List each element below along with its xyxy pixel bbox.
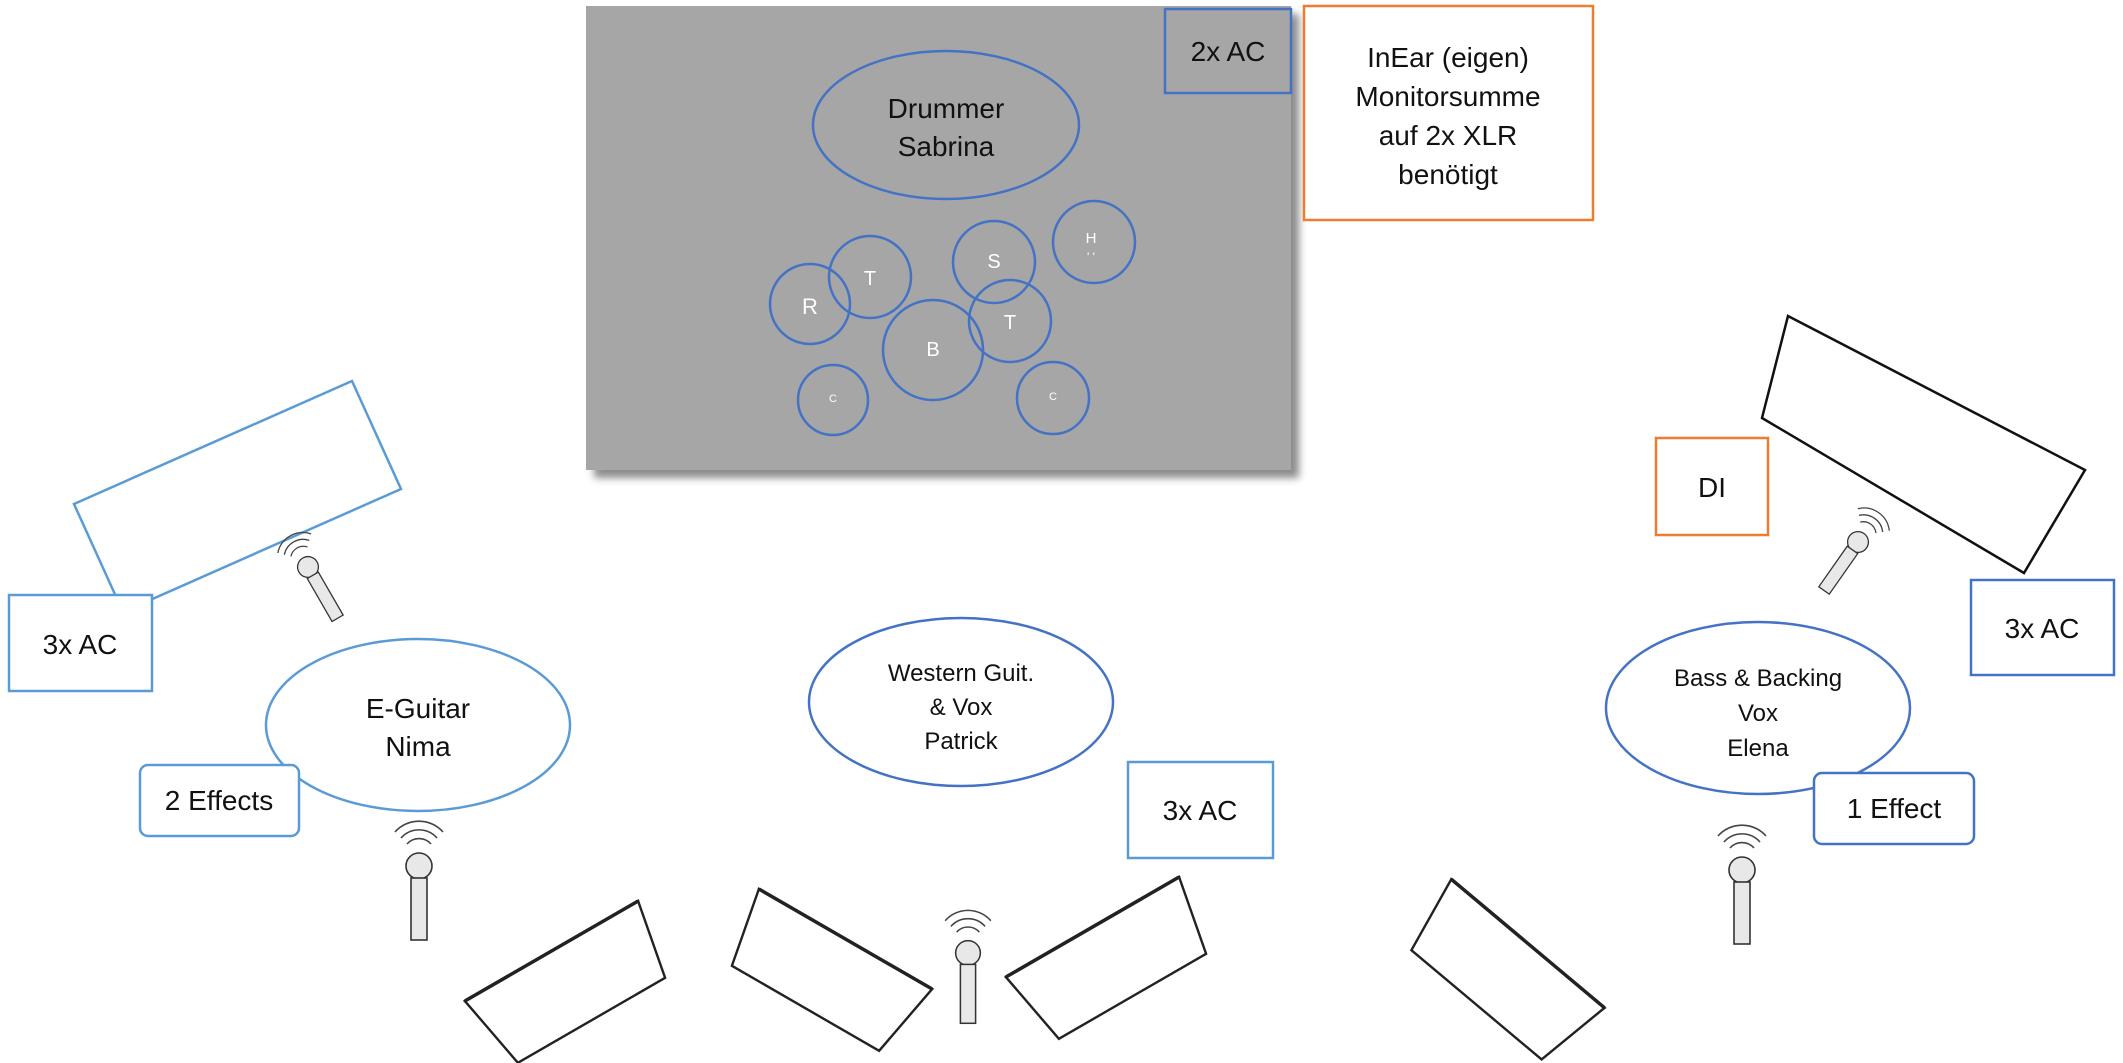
guitar-power-label: 3x AC xyxy=(43,629,118,660)
bass-di-box xyxy=(1654,436,1770,537)
wedge-monitor-3 xyxy=(1004,875,1221,1049)
center-player-ellipse xyxy=(807,616,1115,788)
guitar-role-label: E-Guitar xyxy=(366,693,470,724)
drum-power-label: 2x AC xyxy=(1191,36,1266,67)
drummer-role-label: Drummer xyxy=(888,93,1005,124)
bass-name-label: Elena xyxy=(1727,735,1789,762)
guitar-name-label: Nima xyxy=(385,731,451,762)
bass-power-box xyxy=(1969,578,2116,677)
drum-crash-2 xyxy=(1015,360,1091,436)
inear-note-line-3: auf 2x XLR xyxy=(1379,120,1518,151)
guitar-effects-label: 2 Effects xyxy=(165,785,273,816)
center-power-box xyxy=(1126,760,1275,860)
guitar-amp xyxy=(72,379,403,614)
inear-note-line-4: benötigt xyxy=(1398,159,1498,190)
wedge-monitor-2 xyxy=(717,887,934,1061)
drummer-name-label: Sabrina xyxy=(898,131,995,162)
bass-player-ellipse xyxy=(1604,620,1912,796)
drum-crash-1 xyxy=(796,363,870,437)
drum-bass xyxy=(881,298,985,402)
wedge-monitor-1 xyxy=(463,899,680,1063)
drummer-ellipse xyxy=(811,49,1081,201)
drum-snare-label: S xyxy=(987,251,1000,273)
drum-tom-2-label: T xyxy=(1004,312,1016,334)
inear-note-line-2: Monitorsumme xyxy=(1355,81,1540,112)
drum-tom-1-label: T xyxy=(864,268,876,290)
drum-tom-1 xyxy=(827,234,913,320)
center-role-line-1: Western Guit. xyxy=(888,660,1034,687)
bass-role-line-1: Bass & Backing xyxy=(1674,665,1842,692)
drum-power-box xyxy=(1163,7,1293,95)
drum-crash-1-label: C xyxy=(829,393,837,405)
bass-amp xyxy=(1760,314,2087,575)
guitar-power-box xyxy=(7,593,154,693)
drum-bass-label: B xyxy=(926,339,939,361)
drum-hihat-label: H xyxy=(1086,230,1097,247)
center-power-label: 3x AC xyxy=(1163,795,1238,826)
inear-note-box xyxy=(1302,4,1595,222)
center-role-line-2: & Vox xyxy=(930,694,993,721)
drum-crash-2-label: C xyxy=(1049,391,1057,403)
bass-vocal-mic-icon xyxy=(1717,824,1767,945)
bass-power-label: 3x AC xyxy=(2005,613,2080,644)
drum-tom-2 xyxy=(967,278,1053,364)
drum-snare xyxy=(951,219,1037,305)
bass-role-line-2: Vox xyxy=(1738,700,1778,727)
bass-effects-box xyxy=(1812,771,1976,846)
drum-ride-label: R xyxy=(802,294,818,319)
drum-ride xyxy=(768,262,852,346)
bass-effects-label: 1 Effect xyxy=(1847,793,1942,824)
center-name-label: Patrick xyxy=(924,728,998,755)
drum-hihat xyxy=(1051,199,1137,285)
center-vocal-mic-icon xyxy=(944,909,992,1025)
bass-amp-mic-icon xyxy=(1807,500,1895,603)
inear-note-line-1: InEar (eigen) xyxy=(1367,42,1529,73)
drum-hihat-sublabel: ' ' xyxy=(1087,250,1095,264)
guitar-player-ellipse xyxy=(264,637,572,813)
wedge-monitor-4 xyxy=(1398,877,1607,1063)
guitar-vocal-mic-icon xyxy=(394,820,444,941)
bass-di-label: DI xyxy=(1698,472,1726,503)
guitar-effects-box xyxy=(138,763,301,838)
guitar-amp-mic-icon xyxy=(272,525,355,629)
